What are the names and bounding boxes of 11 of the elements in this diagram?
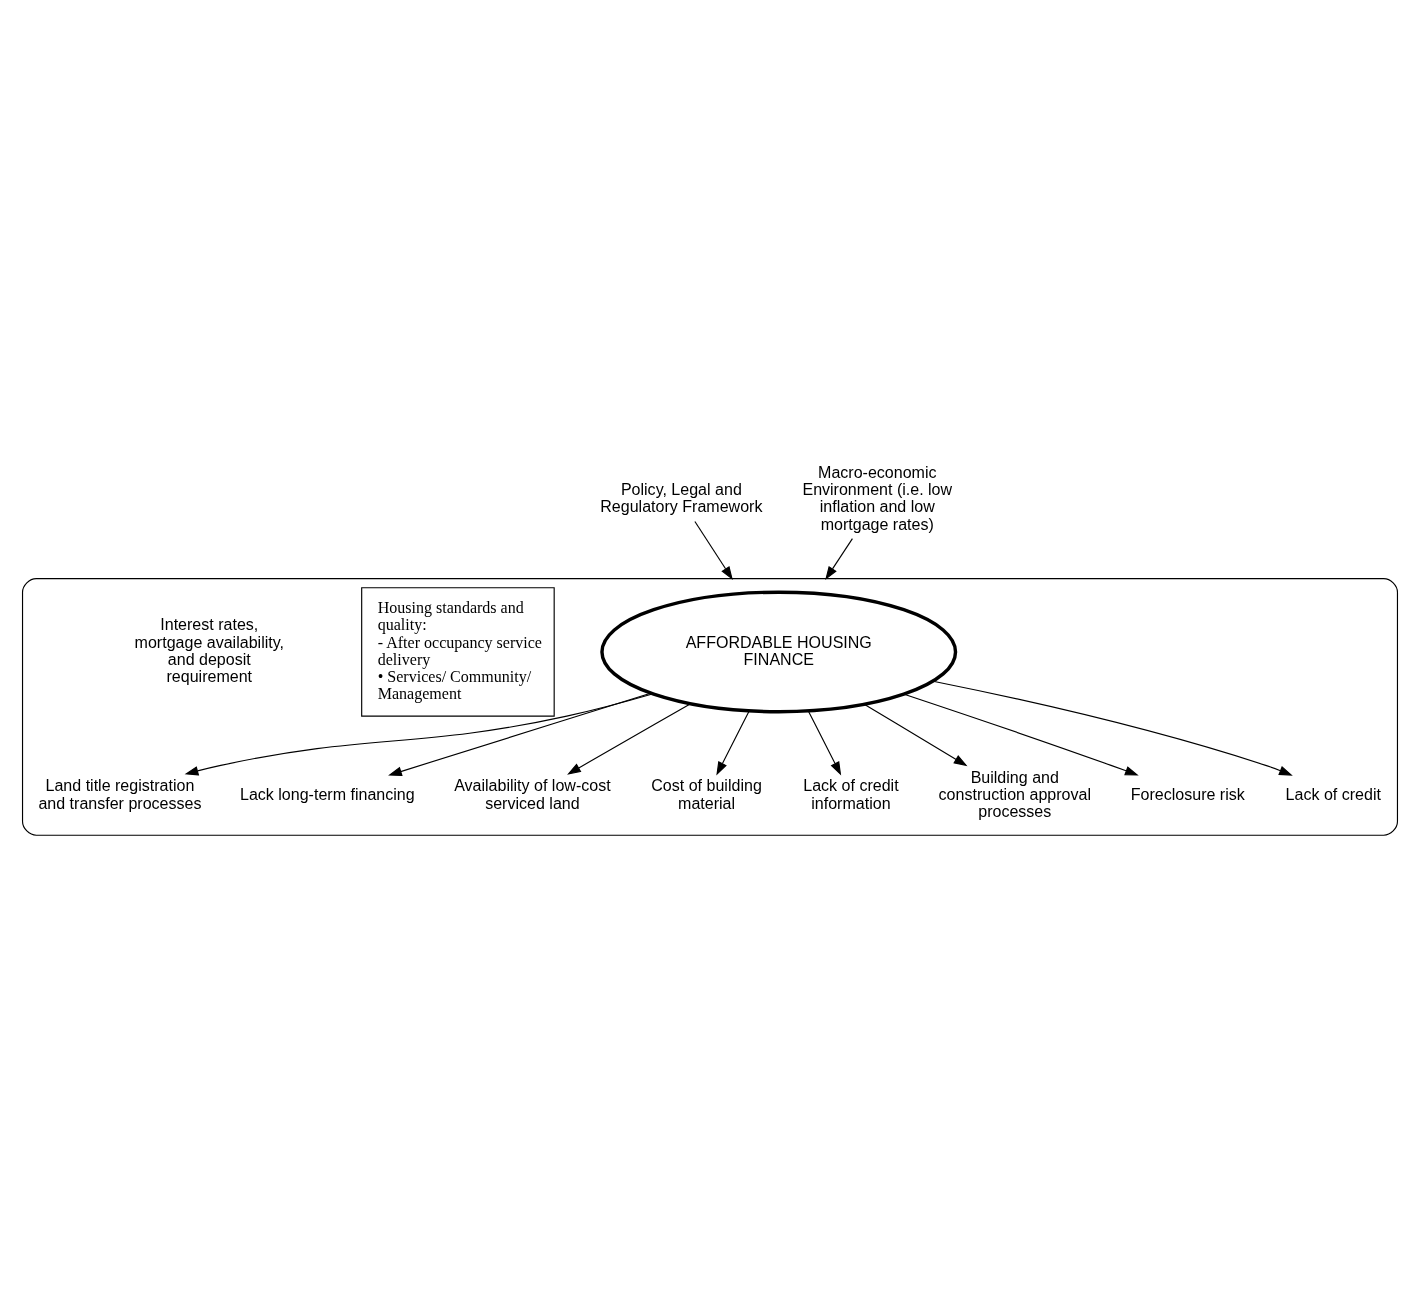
node-text: Availability of low-cost serviced land: [454, 776, 611, 812]
node-text: Macro-economic Environment (i.e. low inflation and low mortgage rates): [802, 463, 953, 533]
node-text: Building and construction approval processes: [938, 767, 1091, 821]
node-text: Lack of credit information: [803, 776, 899, 812]
node-text: Cost of building material: [651, 776, 762, 812]
node-text: Lack long-term financing: [239, 784, 415, 803]
label: Interest rates, mortgage availability, and deposit requirement: [134, 615, 284, 685]
node-text: Foreclosure risk: [1130, 784, 1245, 803]
node-text: Lack of credit: [1285, 784, 1381, 803]
node-text: Policy, Legal and Regulatory Framework: [600, 480, 763, 516]
node-text: Land title registration and transfer processes: [38, 776, 202, 812]
